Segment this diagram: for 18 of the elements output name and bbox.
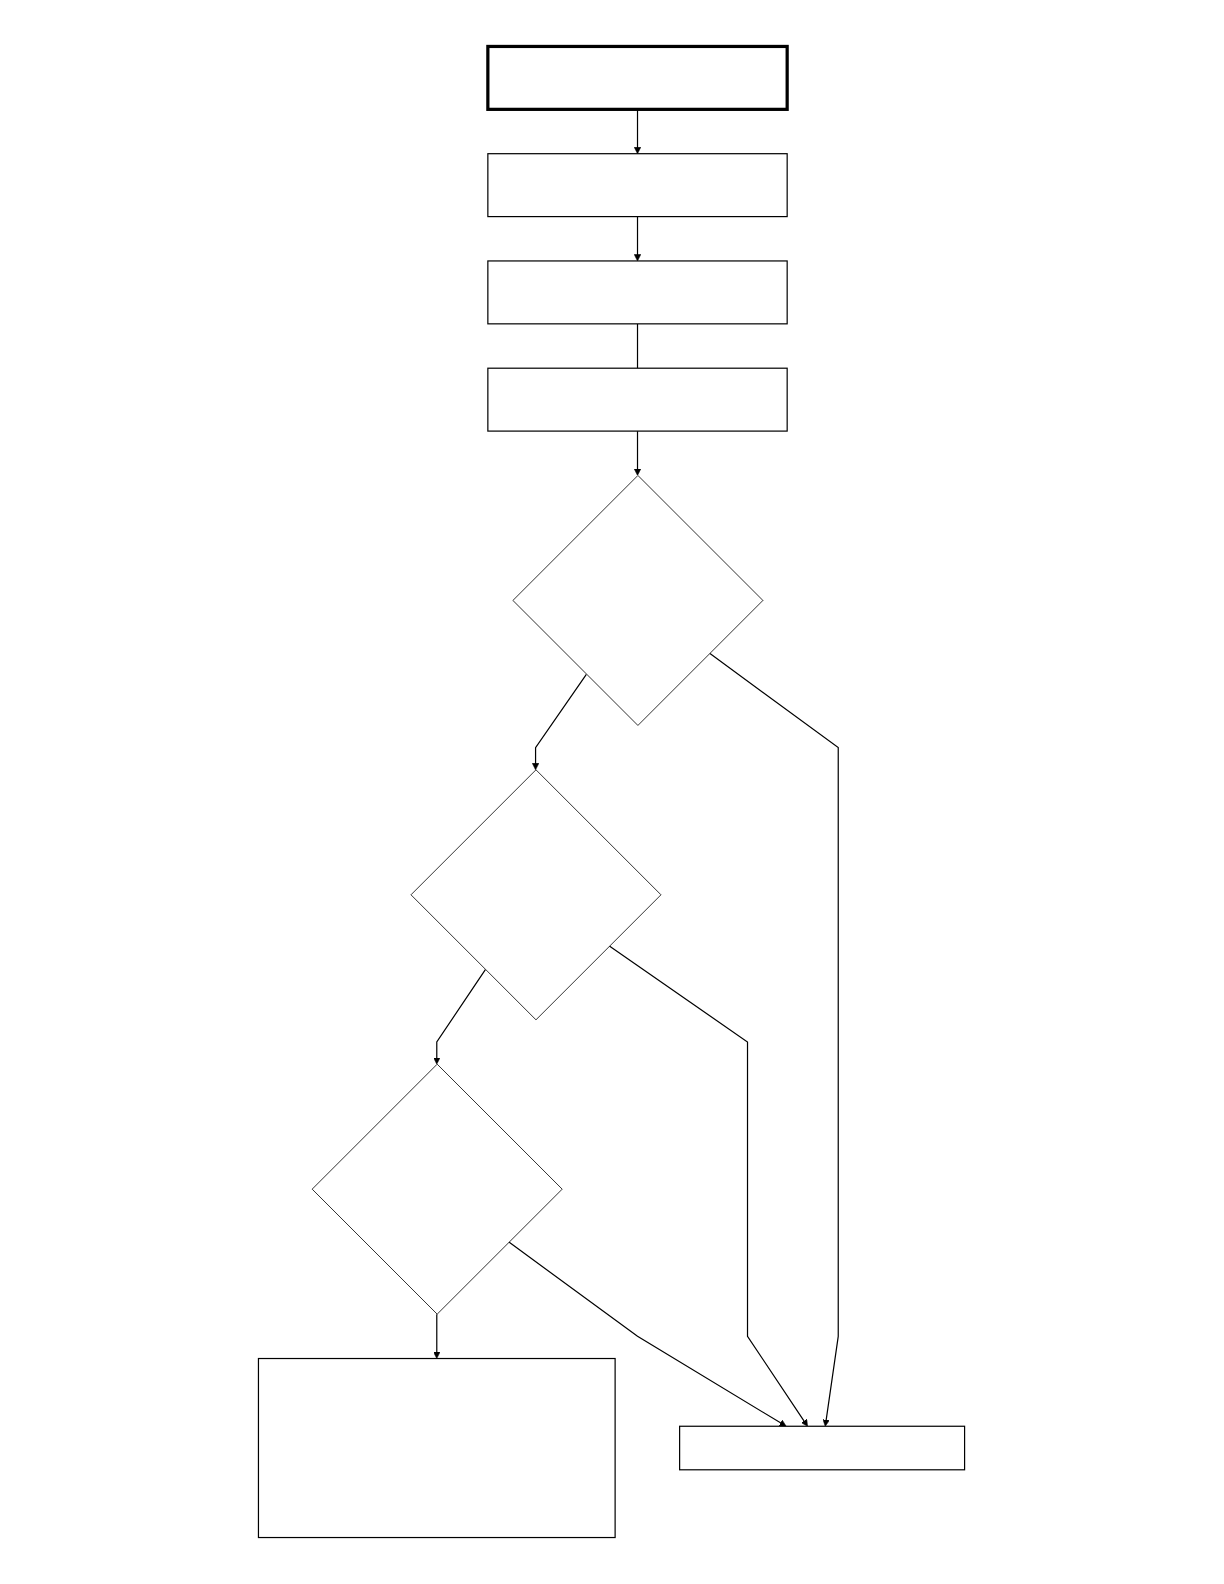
arrow <box>634 430 642 476</box>
arrow <box>709 652 840 1427</box>
connector <box>637 323 639 369</box>
arrow <box>508 1241 787 1427</box>
node-diamond <box>411 769 662 1021</box>
node-box <box>486 44 790 111</box>
node-box <box>487 153 789 218</box>
node-diamond <box>512 475 764 726</box>
node-box <box>258 1357 617 1539</box>
arrow <box>634 216 642 262</box>
arrow <box>433 969 487 1065</box>
node-box <box>487 367 789 432</box>
arrow <box>433 1313 441 1359</box>
node-box <box>679 1425 966 1471</box>
node-diamond <box>312 1063 564 1315</box>
arrow <box>609 945 809 1427</box>
arrow <box>532 673 588 771</box>
node-box <box>487 260 789 325</box>
